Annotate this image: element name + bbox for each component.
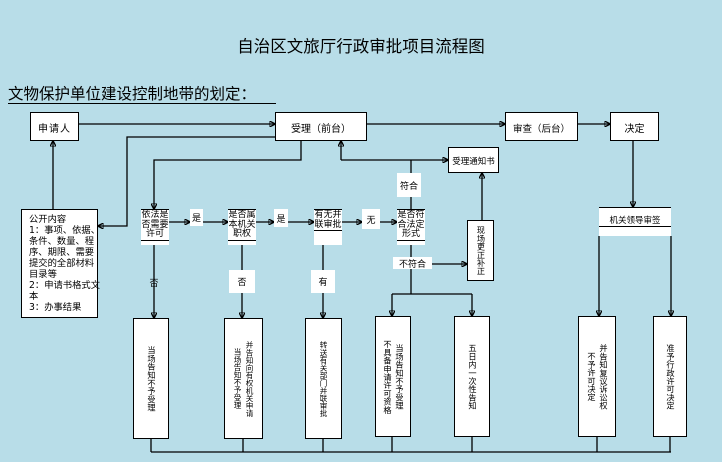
label-in-authority-yes: 是 bbox=[274, 209, 288, 227]
check-line: 形式 bbox=[401, 229, 420, 239]
outcome-text: 并告知复议诉讼权 bbox=[598, 343, 609, 410]
outcome-text: 五日内一次性告知 bbox=[467, 343, 478, 410]
check-parallel-approval: 有无并联审批 bbox=[314, 209, 342, 245]
outcome-transfer-parallel: 转送有关部门并联审批 bbox=[305, 318, 342, 439]
page-title: 自治区文旅厅行政审批项目流程图 bbox=[237, 37, 485, 56]
leader-sign-text: 机关领导审签 bbox=[599, 208, 671, 227]
disclosure-line: 提交的全部材料 bbox=[29, 258, 95, 269]
outcome-text: 不予许可决定 bbox=[586, 351, 597, 402]
check-legal-form-text: 是否符合法定形式 bbox=[397, 210, 425, 241]
node-acceptance-notice: 受理通知书 bbox=[448, 147, 499, 173]
check-legal-form: 是否符合法定形式 bbox=[397, 209, 425, 245]
disclosure-line: 公开内容 bbox=[29, 214, 67, 225]
disclosure-line: 序、期限、需要 bbox=[29, 247, 95, 258]
node-review-back-office: 审查（后台） bbox=[505, 112, 578, 141]
outcome-text: 准予行政许可决定 bbox=[665, 343, 676, 410]
outcome-not-qualified: 不具备申请许可资格当场告知不予受理 bbox=[375, 316, 411, 437]
check-line: 联审批 bbox=[314, 219, 342, 230]
on-site-correction-text: 现场更正补正 bbox=[476, 225, 486, 276]
node-applicant: 申请人 bbox=[30, 112, 79, 141]
outcome-reject-on-site: 当场告知不予受理 bbox=[133, 318, 169, 439]
check-line: 有无并 bbox=[314, 210, 342, 220]
node-decision: 决定 bbox=[610, 112, 659, 141]
arrow-acceptance-to-disclosure bbox=[98, 136, 275, 226]
section-heading: 文物保护单位建设控制地带的划定： bbox=[8, 86, 276, 104]
check-line: 本机关 bbox=[228, 219, 256, 230]
check-line: 许可 bbox=[145, 229, 164, 239]
check-line: 合法定 bbox=[397, 219, 425, 230]
outcome-text: 当场告知不予受理 bbox=[233, 348, 242, 409]
disclosure-line: 目录等 bbox=[29, 269, 57, 280]
node-leader-sign: 机关领导审签 bbox=[599, 207, 671, 236]
outcome-text: 当场告知不予受理 bbox=[394, 343, 405, 410]
outcome-not-permitted: 不予许可决定并告知复议诉讼权 bbox=[578, 316, 616, 437]
disclosure-line: 本 bbox=[29, 291, 39, 302]
check-need-permit: 依法是否需要许可 bbox=[141, 209, 169, 245]
label-form-conform: 符合 bbox=[397, 173, 421, 197]
check-in-authority: 是否属本机关职权 bbox=[228, 209, 256, 245]
label-need-permit-yes: 是 bbox=[190, 209, 203, 226]
label-need-permit-no: 否 bbox=[149, 278, 159, 289]
check-line: 依法是 bbox=[141, 210, 169, 220]
arrow-acceptance-to-permit-check bbox=[154, 141, 302, 209]
check-line: 是否属 bbox=[228, 210, 256, 220]
outcome-permitted: 准予行政许可决定 bbox=[653, 316, 687, 437]
check-line: 职权 bbox=[232, 229, 251, 239]
check-line: 是否符 bbox=[397, 210, 425, 220]
check-parallel-approval-text: 有无并联审批 bbox=[314, 210, 342, 231]
check-line: 否需要 bbox=[141, 219, 169, 230]
line-outcome-stubs bbox=[150, 437, 671, 452]
disclosure-line: 3：办事结果 bbox=[29, 302, 82, 313]
check-need-permit-text: 依法是否需要许可 bbox=[141, 210, 169, 241]
node-acceptance-front-desk: 受理（前台） bbox=[275, 112, 367, 141]
label-parallel-none: 无 bbox=[362, 209, 380, 229]
label-parallel-has: 有 bbox=[311, 270, 335, 293]
disclosure-line: 2：申请书格式文 bbox=[29, 280, 100, 291]
disclosure-line: 1：事项、依据、 bbox=[29, 225, 100, 236]
disclosure-line: 条件、数量、程 bbox=[29, 236, 95, 247]
outcome-text: 转送有关部门并联审批 bbox=[319, 340, 328, 417]
node-on-site-correction: 现场更正补正 bbox=[467, 220, 494, 281]
outcome-reject-refer-authority: 当场告知不予受理并告知向有权机关申请 bbox=[224, 318, 263, 439]
label-in-authority-no: 否 bbox=[229, 270, 255, 293]
outcome-text: 并告知向有权机关申请 bbox=[245, 340, 254, 417]
outcome-notify-within-five-days: 五日内一次性告知 bbox=[454, 316, 490, 437]
label-form-nonconform: 不符合 bbox=[393, 257, 432, 270]
outcome-text: 当场告知不予受理 bbox=[146, 345, 157, 412]
outcome-text: 不具备申请许可资格 bbox=[382, 339, 393, 414]
check-in-authority-text: 是否属本机关职权 bbox=[228, 210, 256, 241]
